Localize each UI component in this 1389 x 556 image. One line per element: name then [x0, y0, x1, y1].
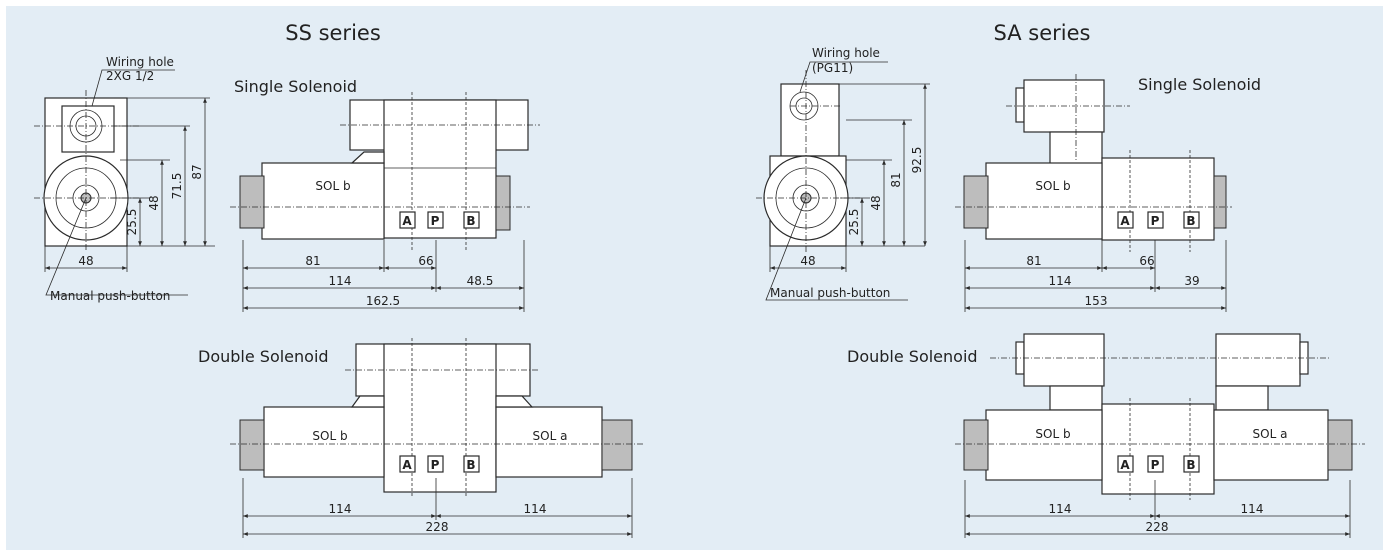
ss-side-h1-dim: 25.5	[125, 209, 139, 236]
ss-single-port-p-box	[427, 211, 444, 229]
sa-double-sol-b-label: SOL b	[1035, 427, 1070, 441]
ss-side-h3-dim: 71.5	[170, 173, 184, 200]
ss-manual-push-button-label: Manual push-button	[50, 289, 170, 303]
ss-single-port-a: A	[402, 214, 412, 228]
ss-single-dim-48-5: 48.5	[467, 274, 494, 288]
sa-single-port-p-box	[1147, 211, 1164, 229]
sa-single-sol-b-label: SOL b	[1035, 179, 1070, 193]
ss-double-port-a: A	[402, 458, 412, 472]
sa-double-sol-a-label: SOL a	[1253, 427, 1288, 441]
ss-double-port-a-box	[399, 455, 416, 473]
sa-single-solenoid-heading: Single Solenoid	[1138, 75, 1261, 94]
ss-double-dim-lines	[242, 478, 633, 538]
ss-single-dim-162-5: 162.5	[366, 294, 400, 308]
ss-side-h2-dim: 48	[147, 195, 161, 210]
sa-single-port-a-box	[1117, 211, 1134, 229]
sa-single-port-a: A	[1120, 214, 1130, 228]
ss-single-dim-lines	[242, 240, 525, 312]
sa-series-title: SA series	[994, 21, 1091, 45]
sa-double-port-b: B	[1186, 458, 1195, 472]
ss-side-width-dim: 48	[78, 254, 93, 268]
ss-double-sol-b-label: SOL b	[312, 429, 347, 443]
sa-single-dim-39: 39	[1184, 274, 1199, 288]
sa-single-port-b: B	[1186, 214, 1195, 228]
sa-side-width-dim: 48	[800, 254, 815, 268]
ss-side-h4-dim: 87	[190, 164, 204, 179]
ss-single-port-b: B	[466, 214, 475, 228]
ss-single-sol-b-label: SOL b	[315, 179, 350, 193]
sa-single-dim-66: 66	[1139, 254, 1154, 268]
sa-double-solenoid-heading: Double Solenoid	[847, 347, 978, 366]
ss-double-port-p-box	[427, 455, 444, 473]
sa-double-dim-left-114: 114	[1049, 502, 1072, 516]
ss-double-sol-a-label: SOL a	[533, 429, 568, 443]
sa-single-dim-153: 153	[1085, 294, 1108, 308]
ss-double-solenoid-heading: Double Solenoid	[198, 347, 329, 366]
ss-single-solenoid-view	[230, 92, 540, 252]
ss-single-dim-66: 66	[418, 254, 433, 268]
sa-side-h1-dim: 25.5	[847, 209, 861, 236]
sa-double-dim-right-114: 114	[1241, 502, 1264, 516]
sa-single-dim-81: 81	[1026, 254, 1041, 268]
sa-double-solenoid-view	[955, 333, 1365, 500]
sa-wiring-hole-label: Wiring hole	[812, 46, 880, 60]
ss-double-port-b-box	[463, 455, 480, 473]
sa-double-dim-lines	[964, 480, 1351, 538]
sa-side-view	[756, 61, 930, 301]
sa-single-port-b-box	[1183, 211, 1200, 229]
sa-single-port-p: P	[1151, 214, 1160, 228]
ss-wiring-hole-spec: 2XG 1/2	[106, 69, 154, 83]
sa-double-port-p-box	[1147, 455, 1164, 473]
ss-double-port-p: P	[431, 458, 440, 472]
sa-single-dim-114: 114	[1049, 274, 1072, 288]
ss-series-title: SS series	[285, 21, 381, 45]
sa-manual-push-button-label: Manual push-button	[770, 286, 890, 300]
sa-double-port-p: P	[1151, 458, 1160, 472]
sa-side-h2-dim: 48	[869, 195, 883, 210]
sa-wiring-hole-spec: (PG11)	[812, 61, 853, 75]
sa-double-port-a: A	[1120, 458, 1130, 472]
sa-double-port-b-box	[1183, 455, 1200, 473]
ss-single-port-p: P	[431, 214, 440, 228]
sa-single-dim-lines	[964, 240, 1227, 312]
ss-single-port-b-box	[463, 211, 480, 229]
ss-double-dim-right-114: 114	[524, 502, 547, 516]
ss-double-dim-left-114: 114	[329, 502, 352, 516]
ss-side-view	[34, 69, 215, 296]
ss-single-solenoid-heading: Single Solenoid	[234, 77, 357, 96]
ss-wiring-hole-label: Wiring hole	[106, 55, 174, 69]
ss-double-dim-228: 228	[426, 520, 449, 534]
sa-double-dim-228: 228	[1146, 520, 1169, 534]
sa-double-port-a-box	[1117, 455, 1134, 473]
ss-single-dim-81: 81	[305, 254, 320, 268]
sa-side-h3-dim: 81	[889, 172, 903, 187]
ss-single-port-a-box	[399, 211, 416, 229]
sa-side-h4-dim: 92.5	[910, 147, 924, 174]
ss-double-port-b: B	[466, 458, 475, 472]
ss-single-dim-114: 114	[329, 274, 352, 288]
